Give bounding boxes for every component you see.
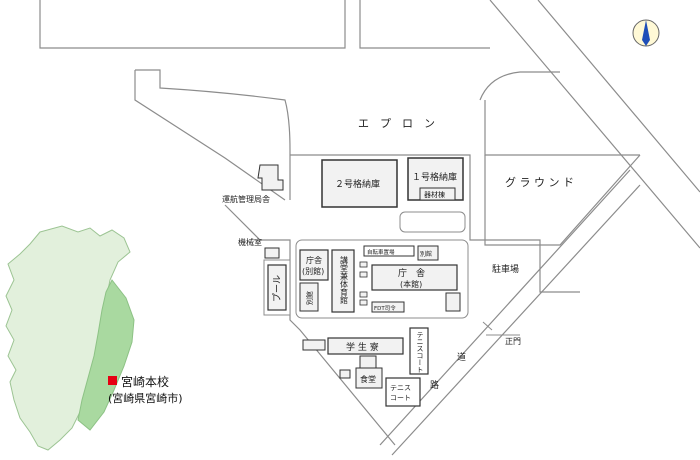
- bike-parking: [363, 245, 415, 257]
- ground-outline: [484, 154, 641, 246]
- east-small-building: [445, 292, 461, 312]
- miyazaki-prefecture: [77, 279, 135, 431]
- annex-small: [417, 245, 439, 261]
- cafeteria-label: 食堂: [360, 374, 376, 384]
- main-gate-marker: [482, 321, 520, 336]
- annex-lower-building: [299, 282, 319, 312]
- gym-label: 講堂兼体育館: [340, 255, 349, 305]
- small-block-a: [359, 261, 368, 268]
- tennis-court-1-label: テニスコート: [416, 331, 424, 373]
- hangar-2: [321, 159, 398, 208]
- campus-location: (宮崎県宮崎市): [108, 392, 183, 405]
- small-block-b: [359, 271, 368, 278]
- parking-label: 駐車場: [492, 263, 519, 275]
- equipment-label: 器材棟: [424, 190, 445, 199]
- main-building-label-line1: 庁 舎: [398, 267, 425, 279]
- gym-building: [331, 249, 355, 313]
- cafeteria: [355, 367, 383, 389]
- campus-boundary: [290, 154, 580, 293]
- campus-marker-icon: [108, 376, 117, 385]
- equipment-building: [419, 187, 456, 201]
- annex-label-line2: (別館): [302, 266, 324, 276]
- diagonal-road-upper: [489, 0, 700, 249]
- tennis-court-2-label-line1: テニス: [390, 384, 411, 392]
- pool: [267, 264, 287, 311]
- small-shed: [339, 369, 351, 379]
- apron-left-edge: [134, 70, 286, 201]
- main-building: [371, 264, 458, 291]
- tennis-court-2: [385, 377, 421, 407]
- fdt-label: FDT司令: [374, 304, 396, 312]
- ops-office-building: [257, 164, 284, 191]
- student-hall-wing: [302, 339, 326, 351]
- apron-label: エ プ ロ ン: [358, 117, 435, 130]
- service-block: [399, 211, 466, 233]
- tennis-court-2-label-line2: コート: [390, 394, 411, 402]
- ground-label: グ ラ ウ ン ド: [505, 175, 574, 189]
- fdt-building: [371, 301, 405, 313]
- hangar-1-label: １号格納庫: [412, 171, 457, 183]
- kyushu-landmass: [5, 225, 131, 451]
- annex-lower-label: 別館: [305, 291, 314, 305]
- ops-office-label: 運航管理局舎: [222, 194, 270, 204]
- student-hall-label: 学 生 寮: [346, 341, 379, 353]
- pool-label: プール: [272, 275, 283, 302]
- tennis-court-1: [409, 327, 429, 375]
- main-building-label-line2: (本館): [400, 279, 422, 289]
- bike-parking-label: 自転車置場: [367, 248, 395, 256]
- small-block-d: [359, 299, 368, 306]
- annex-small-label: 別館: [420, 250, 432, 258]
- road-label-1: 道: [457, 351, 466, 363]
- road-label-2: 路: [430, 379, 439, 391]
- machine-room-label: 機械室: [238, 237, 262, 247]
- hangar-2-label: ２号格納庫: [335, 178, 380, 190]
- student-hall: [327, 337, 404, 355]
- small-block-c: [359, 291, 368, 298]
- campus-name: 宮崎本校: [121, 375, 170, 389]
- main-gate-label: 正門: [505, 337, 521, 346]
- machine-room: [264, 247, 280, 259]
- annex-label-line1: 庁舎: [306, 255, 322, 265]
- north-arrow-icon: [642, 20, 650, 46]
- diagonal-road-lower: [379, 169, 641, 456]
- runway-outline: [39, 0, 490, 49]
- annex-building: [299, 249, 329, 281]
